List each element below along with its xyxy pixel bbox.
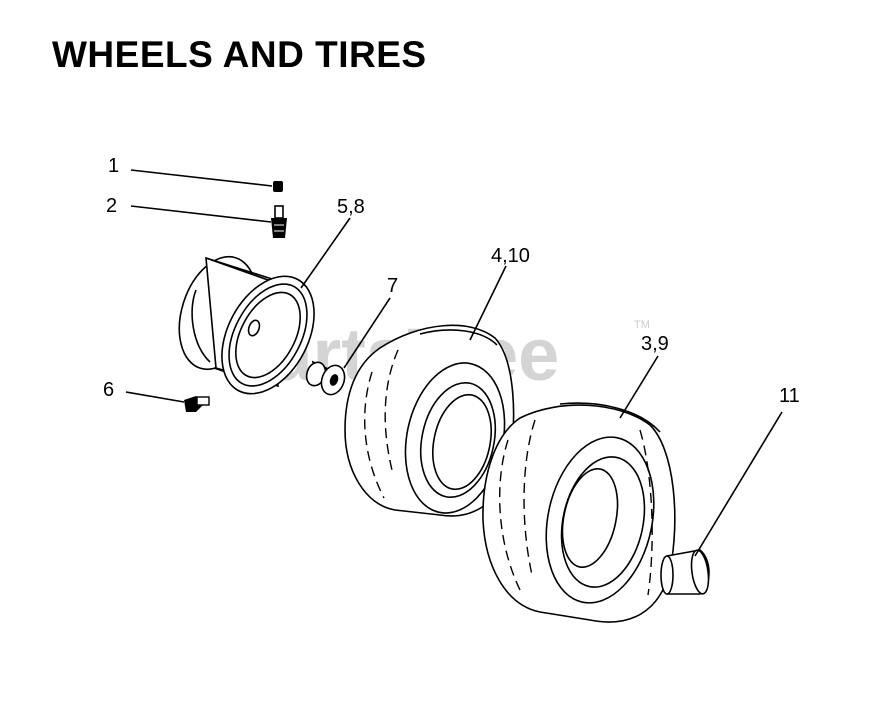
callout-3-9: 3,9: [641, 333, 669, 355]
callout-1: 1: [108, 155, 119, 177]
part-hub-cap[interactable]: [660, 549, 711, 595]
leader-line-7: [343, 297, 391, 369]
watermark-tm: TM: [634, 319, 650, 331]
leader-line-5-8: [300, 217, 351, 289]
part-valve-cap[interactable]: [273, 181, 283, 192]
page-title: WHEELS AND TIRES: [52, 34, 427, 75]
leader-line-6: [125, 391, 185, 403]
callout-7: 7: [387, 275, 398, 297]
leader-line-2: [130, 205, 272, 223]
callout-6: 6: [103, 379, 114, 401]
leader-line-4-10: [469, 265, 507, 341]
part-wheel-rim[interactable]: [166, 247, 333, 410]
callout-5-8: 5,8: [337, 196, 365, 218]
leader-line-1: [130, 169, 273, 187]
leader-line-3-9: [619, 355, 659, 419]
callout-2: 2: [106, 195, 117, 217]
leader-line-11: [694, 411, 783, 557]
part-tire-rear[interactable]: [482, 402, 676, 623]
part-valve-stem[interactable]: [271, 205, 287, 238]
part-bolt[interactable]: [184, 396, 210, 412]
part-bushing[interactable]: [303, 360, 348, 398]
callout-11: 11: [779, 385, 800, 407]
callout-4-10: 4,10: [491, 245, 530, 267]
